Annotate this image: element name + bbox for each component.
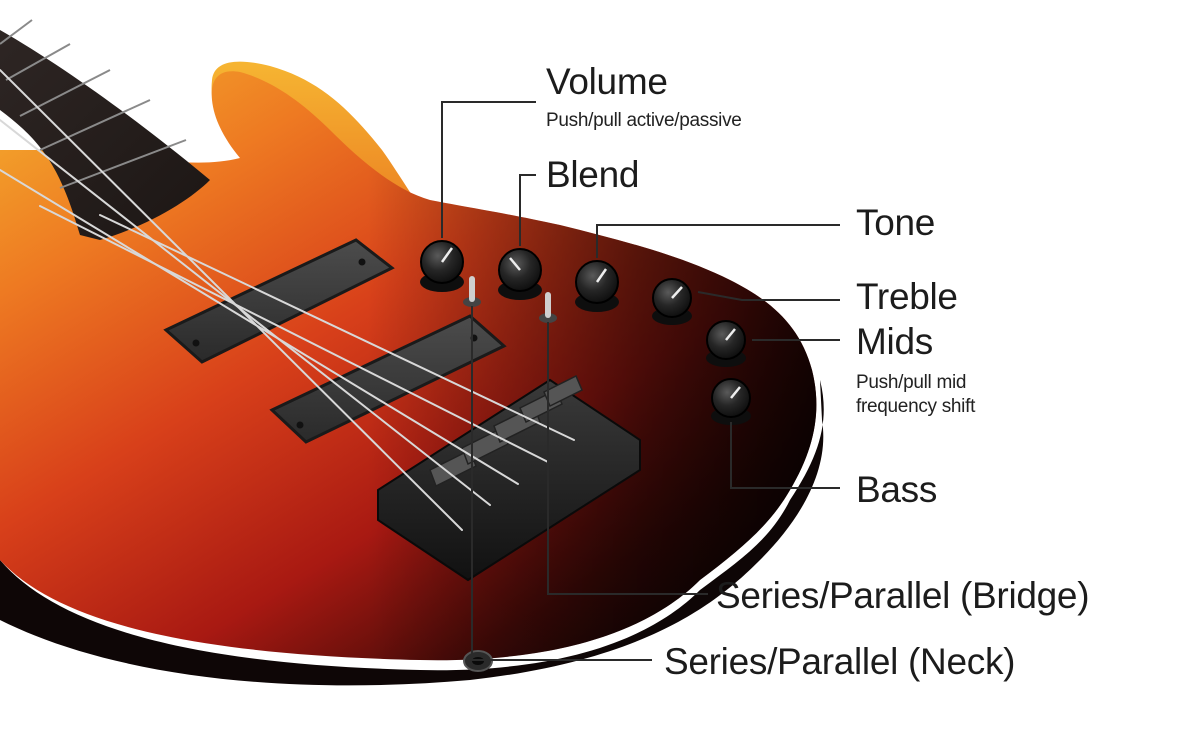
leader-blend <box>519 174 536 246</box>
knob-tone <box>575 260 619 312</box>
switch-bridge <box>539 292 557 323</box>
strings <box>0 69 575 531</box>
leader-volume <box>441 101 536 238</box>
label-bass: Bass <box>856 469 938 510</box>
label-blend: Blend <box>546 154 640 195</box>
leader-lines <box>441 101 840 661</box>
neck <box>0 19 210 240</box>
leader-bass <box>730 422 840 489</box>
label-series-neck: Series/Parallel (Neck) <box>664 641 1016 682</box>
knob-mids <box>706 320 746 367</box>
knob-bass <box>711 378 751 425</box>
fretboard <box>0 30 210 240</box>
label-tone: Tone <box>856 202 936 243</box>
knob-volume <box>420 240 464 292</box>
label-series-bridge: Series/Parallel (Bridge) <box>716 575 1090 616</box>
label-mids-note-line2: frequency shift <box>856 396 976 417</box>
switch-neck <box>463 276 481 307</box>
label-treble: Treble <box>856 276 958 317</box>
knob-blend <box>498 248 542 300</box>
label-mids: Mids <box>856 321 933 362</box>
label-volume-note: Push/pull active/passive <box>546 110 742 131</box>
leader-series-bridge <box>547 322 708 595</box>
knob-treble <box>652 278 692 325</box>
label-volume: Volume <box>546 61 668 102</box>
leader-treble <box>697 291 840 301</box>
frets <box>0 19 187 189</box>
label-mids-note-line1: Push/pull mid <box>856 372 967 393</box>
leader-tone <box>596 224 840 258</box>
leader-series-neck <box>471 306 652 661</box>
